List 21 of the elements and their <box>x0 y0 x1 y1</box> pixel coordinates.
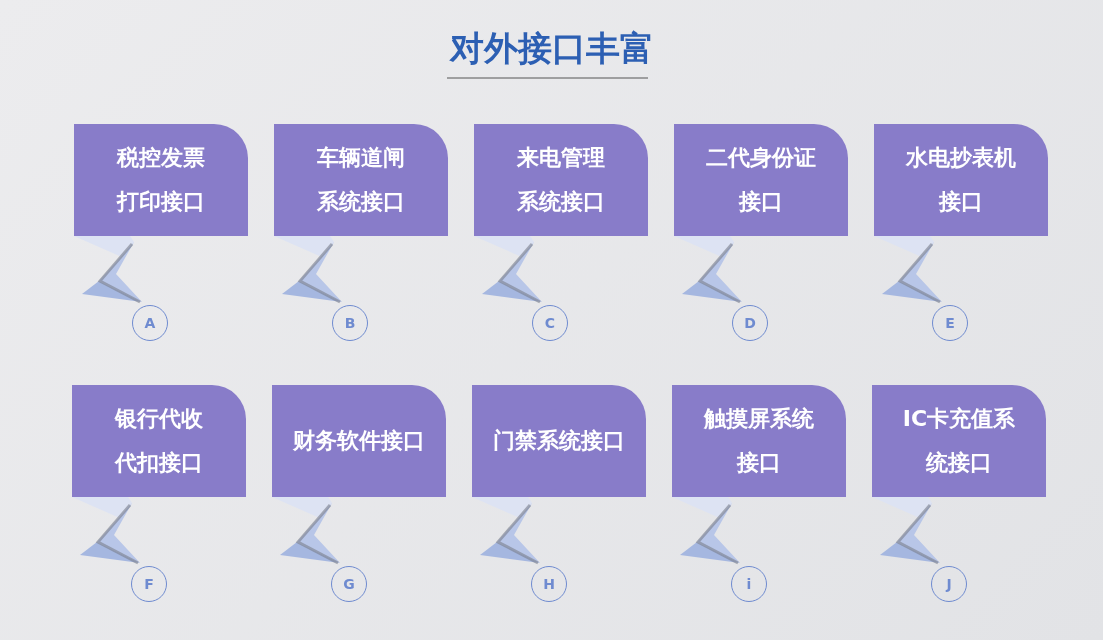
card-label: 触摸屏系统接口 <box>702 405 815 477</box>
card-label: 来电管理系统接口 <box>516 144 606 216</box>
interface-card <box>474 124 648 236</box>
card-label: 门禁系统接口 <box>492 427 626 455</box>
card-label: 二代身份证接口 <box>705 144 817 216</box>
interface-card <box>672 385 846 497</box>
card-label: 税控发票打印接口 <box>115 144 206 216</box>
interface-card <box>674 124 848 236</box>
card-label: 车辆道闸系统接口 <box>316 144 406 216</box>
interface-card <box>472 385 646 497</box>
card-label: 财务软件接口 <box>292 427 426 455</box>
card-label: 水电抄表机接口 <box>904 144 1017 216</box>
interface-card <box>872 385 1046 497</box>
card-label: IC卡充值系统接口 <box>901 405 1017 477</box>
title: 对外接口丰富 <box>449 27 654 70</box>
interface-card <box>274 124 448 236</box>
interface-card <box>272 385 446 497</box>
interface-card <box>72 385 246 497</box>
interface-card <box>874 124 1048 236</box>
interface-card <box>74 124 248 236</box>
card-label: 银行代收代扣接口 <box>113 405 204 477</box>
